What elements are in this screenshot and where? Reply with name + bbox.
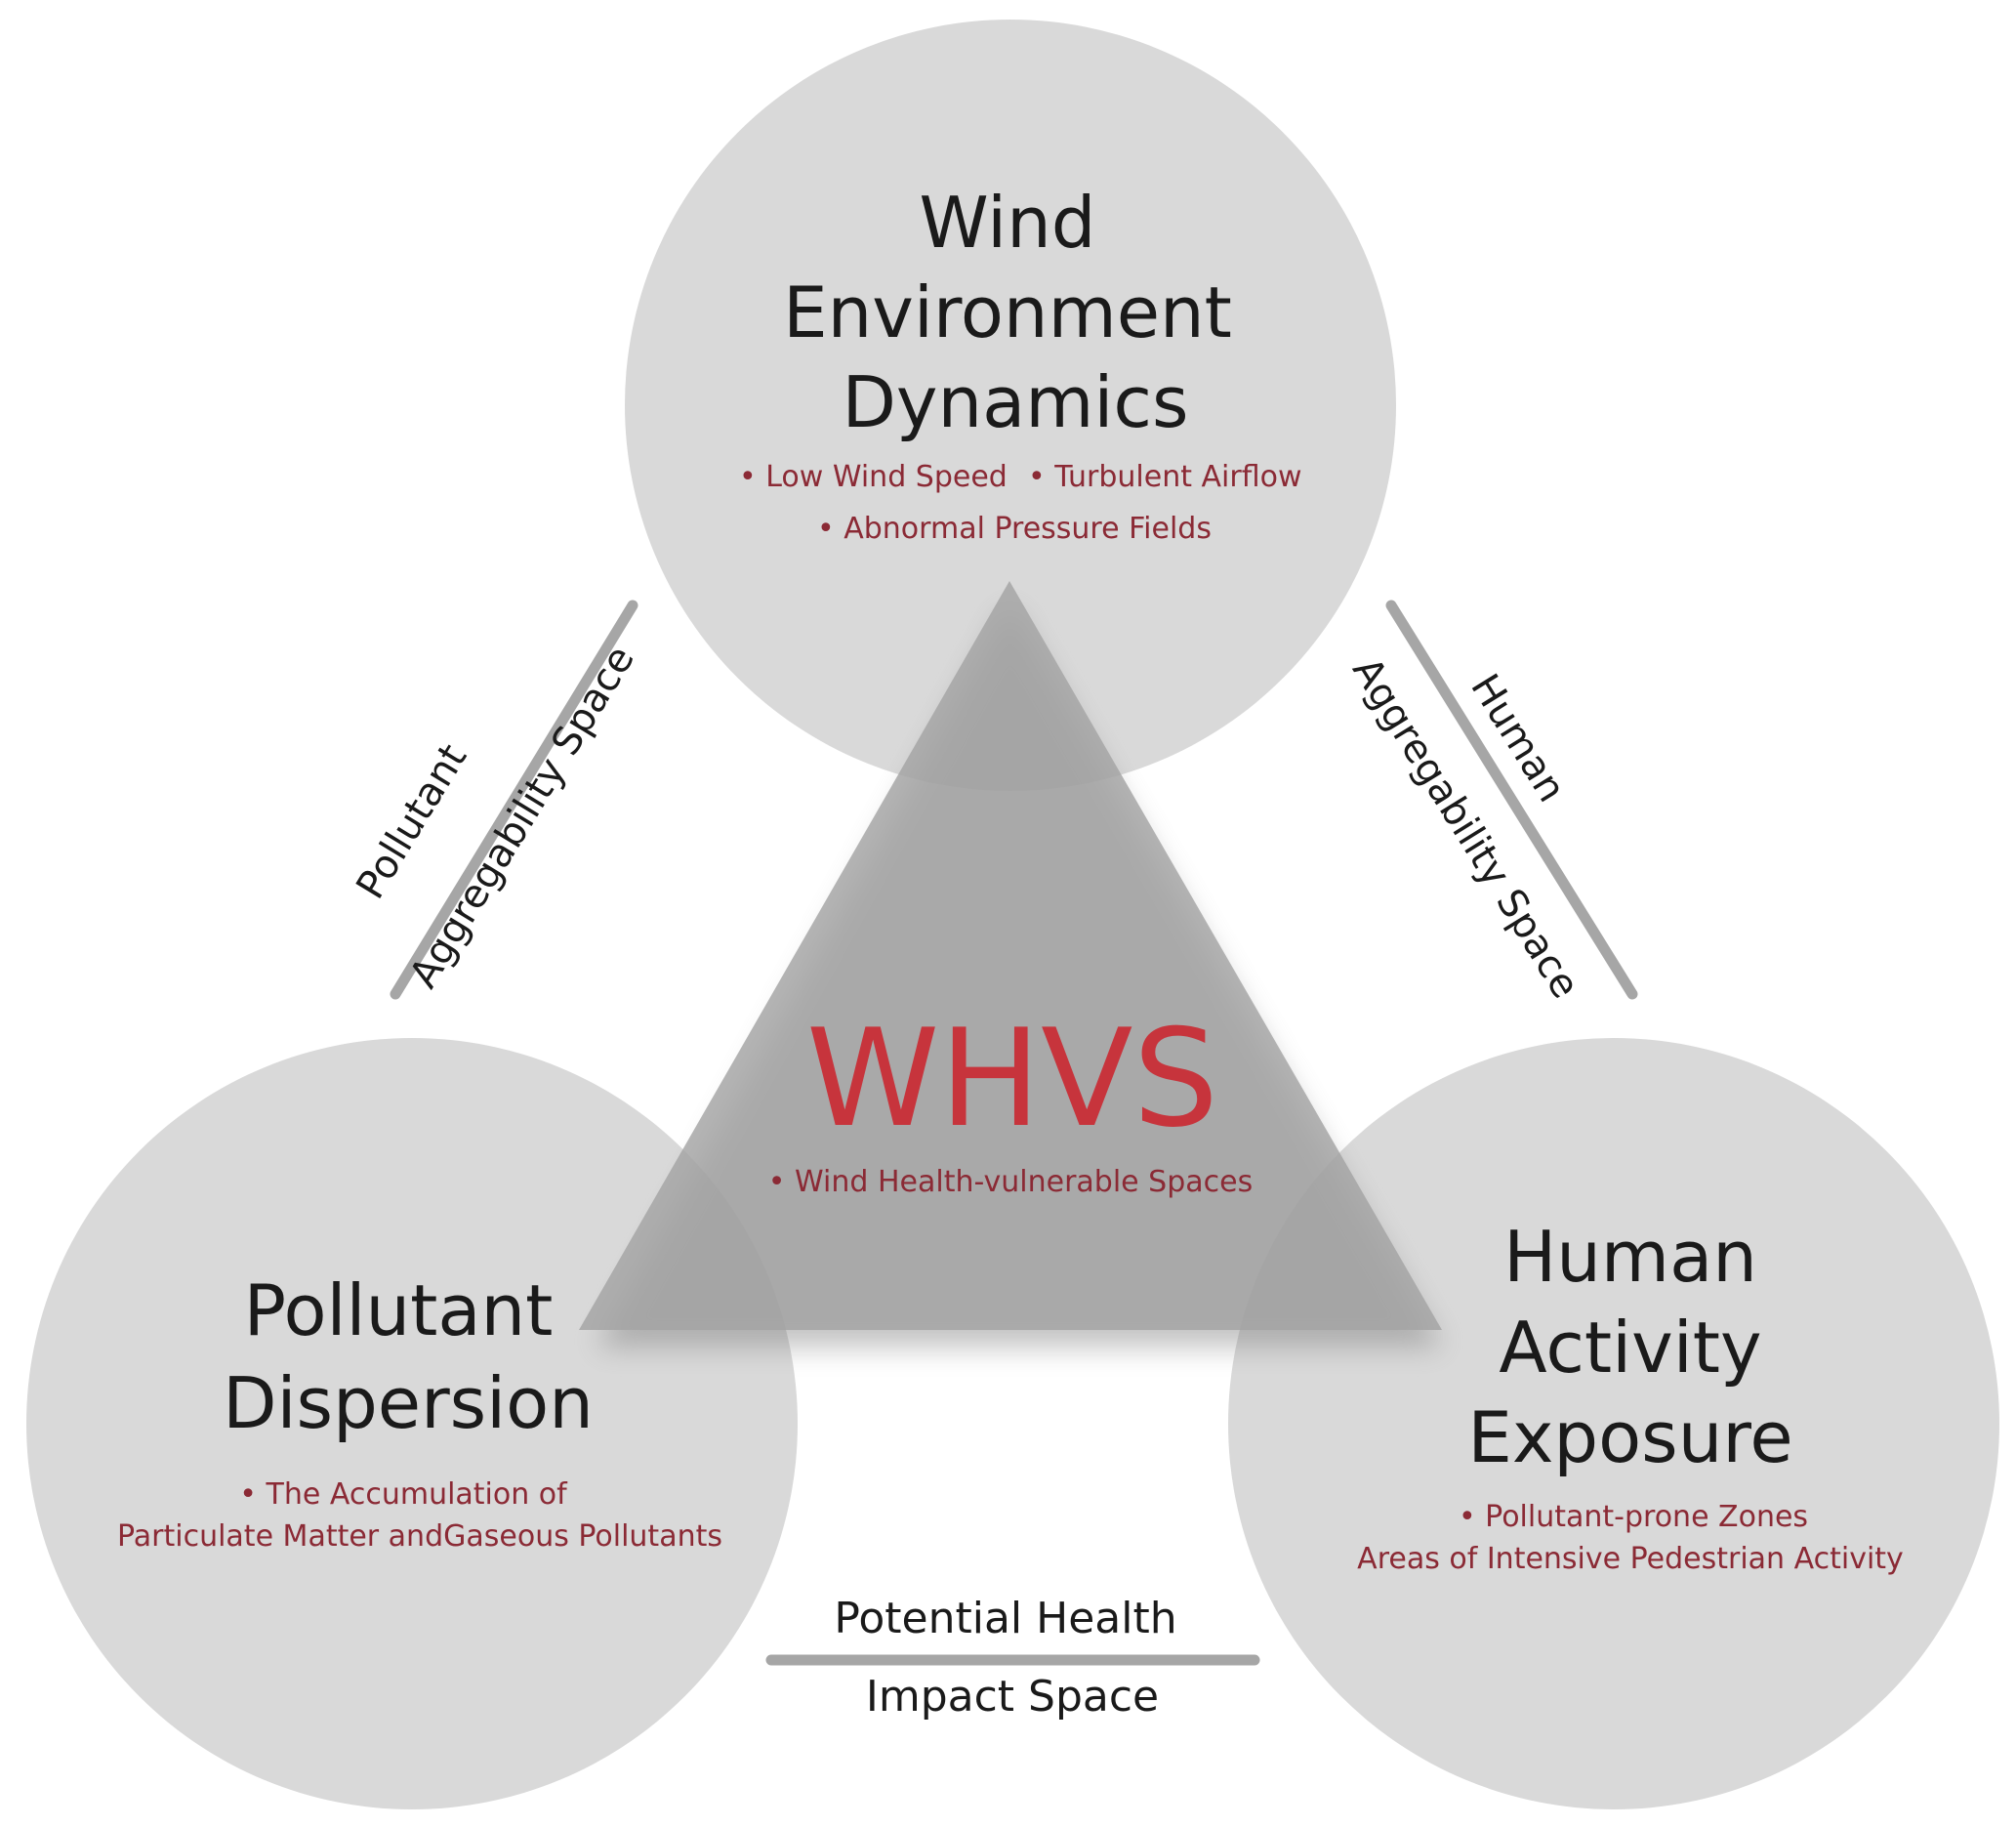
human-title-line2: Activity bbox=[1499, 1307, 1761, 1389]
human-circle bbox=[1228, 1038, 1999, 1809]
pollutant-bullet-line2: Particulate Matter andGaseous Pollutants bbox=[117, 1519, 722, 1554]
pollutant-bullet-line1: • The Accumulation of bbox=[239, 1477, 568, 1512]
pollutant-circle bbox=[26, 1038, 798, 1809]
wind-bullet-low-speed: • Low Wind Speed bbox=[739, 460, 1008, 494]
bottom-edge-label-line2: Impact Space bbox=[866, 1672, 1159, 1722]
human-bullet-line2: Areas of Intensive Pedestrian Activity bbox=[1357, 1542, 1904, 1576]
whvs-bullet: • Wind Health-vulnerable Spaces bbox=[768, 1165, 1253, 1199]
right-divider bbox=[1385, 600, 1638, 1000]
left-divider bbox=[390, 600, 638, 1000]
wind-title-line2: Environment bbox=[783, 271, 1232, 353]
wind-bullet-turbulent: • Turbulent Airflow bbox=[1028, 460, 1302, 494]
pollutant-title-line1: Pollutant bbox=[244, 1269, 554, 1351]
wind-title-line3: Dynamics bbox=[842, 361, 1188, 443]
wind-title-line1: Wind bbox=[920, 182, 1096, 264]
human-title-line1: Human bbox=[1503, 1216, 1757, 1298]
human-bullet-line1: • Pollutant-prone Zones bbox=[1459, 1500, 1808, 1534]
center-triangle bbox=[579, 581, 1442, 1330]
right-edge-label-line2: Aggregability Space bbox=[1343, 649, 1587, 1006]
wind-circle bbox=[625, 20, 1396, 791]
wind-bullet-pressure: • Abnormal Pressure Fields bbox=[817, 512, 1212, 546]
bottom-edge-label-line1: Potential Health bbox=[834, 1594, 1176, 1643]
whvs-acronym: WHVS bbox=[806, 1000, 1218, 1157]
pollutant-title-line2: Dispersion bbox=[223, 1362, 594, 1444]
human-title-line3: Exposure bbox=[1467, 1396, 1792, 1478]
